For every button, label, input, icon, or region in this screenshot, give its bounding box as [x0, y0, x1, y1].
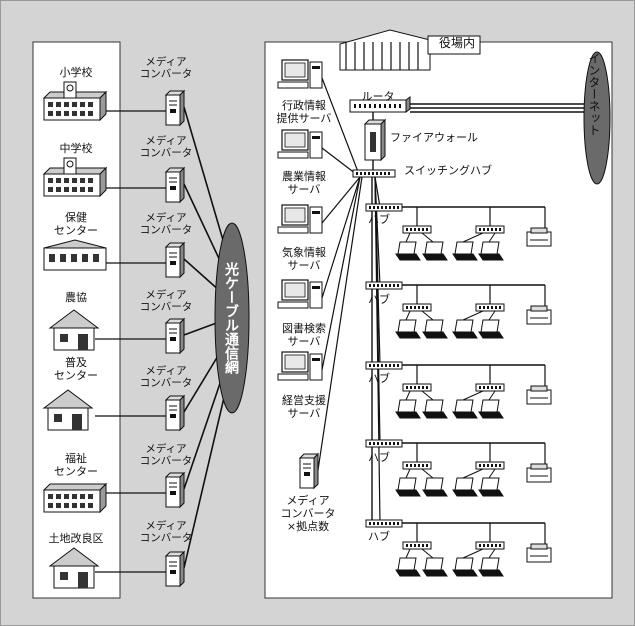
- hub-label-1: ハブ: [368, 293, 390, 306]
- switching-hub-label: スイッチングハブ: [404, 164, 504, 177]
- site-label-3: 農協: [31, 291, 121, 304]
- media-converter-2: [166, 243, 184, 277]
- sub-hub-4-b: [476, 542, 504, 549]
- media-converter-label-4: メディア コンバータ: [126, 365, 206, 389]
- sub-hub-3-b: [476, 462, 504, 469]
- sub-hub-2-a: [403, 384, 431, 391]
- server-label-1: 農業情報 サーバ: [269, 170, 339, 196]
- server-0: [278, 60, 322, 88]
- firewall-label: ファイアウォール: [390, 131, 490, 144]
- office-media-converter-label: メディア コンバータ ×拠点数: [268, 494, 348, 533]
- site-label-2: 保健 センター: [31, 211, 121, 237]
- firewall: [365, 120, 385, 160]
- server-2: [278, 205, 322, 233]
- site-icon-5: [44, 484, 106, 512]
- hub-row-3: [366, 440, 402, 447]
- sub-hub-2-b: [476, 384, 504, 391]
- sub-hub-4-a: [403, 542, 431, 549]
- hub-row-0: [366, 204, 402, 211]
- server-1: [278, 130, 322, 158]
- sub-hub-3-a: [403, 462, 431, 469]
- hub-label-0: ハブ: [368, 213, 390, 226]
- media-converter-label-5: メディア コンバータ: [126, 443, 206, 467]
- sub-hub-0-b: [476, 226, 504, 233]
- internet-label: インターネット: [587, 52, 601, 136]
- media-converter-1: [166, 168, 184, 202]
- hub-row-1: [366, 282, 402, 289]
- media-converter-5: [166, 473, 184, 507]
- office-label: 役場内: [426, 37, 488, 50]
- site-label-5: 福祉 センター: [31, 452, 121, 478]
- site-label-6: 土地改良区: [31, 532, 121, 545]
- office-media-converter: [300, 454, 318, 488]
- media-converter-label-3: メディア コンバータ: [126, 289, 206, 313]
- printer-4: [527, 544, 551, 562]
- server-4: [278, 352, 322, 380]
- site-label-4: 普及 センター: [31, 356, 121, 382]
- sub-hub-0-a: [403, 226, 431, 233]
- sub-hub-1-a: [403, 304, 431, 311]
- server-label-2: 気象情報 サーバ: [269, 246, 339, 272]
- site-label-1: 中学校: [31, 142, 121, 155]
- server-3: [278, 280, 322, 308]
- server-label-3: 図書検索 サーバ: [269, 322, 339, 348]
- hub-row-2: [366, 362, 402, 369]
- hub-row-4: [366, 520, 402, 527]
- hub-label-4: ハブ: [368, 530, 390, 543]
- media-converter-label-1: メディア コンバータ: [126, 135, 206, 159]
- media-converter-0: [166, 91, 184, 125]
- media-converter-label-0: メディア コンバータ: [126, 56, 206, 80]
- media-converter-label-2: メディア コンバータ: [126, 212, 206, 236]
- server-label-0: 行政情報 提供サーバ: [269, 99, 339, 125]
- media-converter-label-6: メディア コンバータ: [126, 520, 206, 544]
- hub-label-2: ハブ: [368, 372, 390, 385]
- hub-label-3: ハブ: [368, 451, 390, 464]
- printer-3: [527, 464, 551, 482]
- switching-hub: [353, 170, 395, 177]
- site-label-0: 小学校: [31, 66, 121, 79]
- printer-0: [527, 228, 551, 246]
- media-converter-3: [166, 319, 184, 353]
- sub-hub-1-b: [476, 304, 504, 311]
- router-label: ルータ: [353, 90, 403, 103]
- printer-1: [527, 306, 551, 324]
- server-label-4: 経営支援 サーバ: [269, 394, 339, 420]
- printer-2: [527, 386, 551, 404]
- media-converter-4: [166, 396, 184, 430]
- backbone-label: 光ケーブル通信網: [223, 262, 239, 374]
- media-converter-6: [166, 552, 184, 586]
